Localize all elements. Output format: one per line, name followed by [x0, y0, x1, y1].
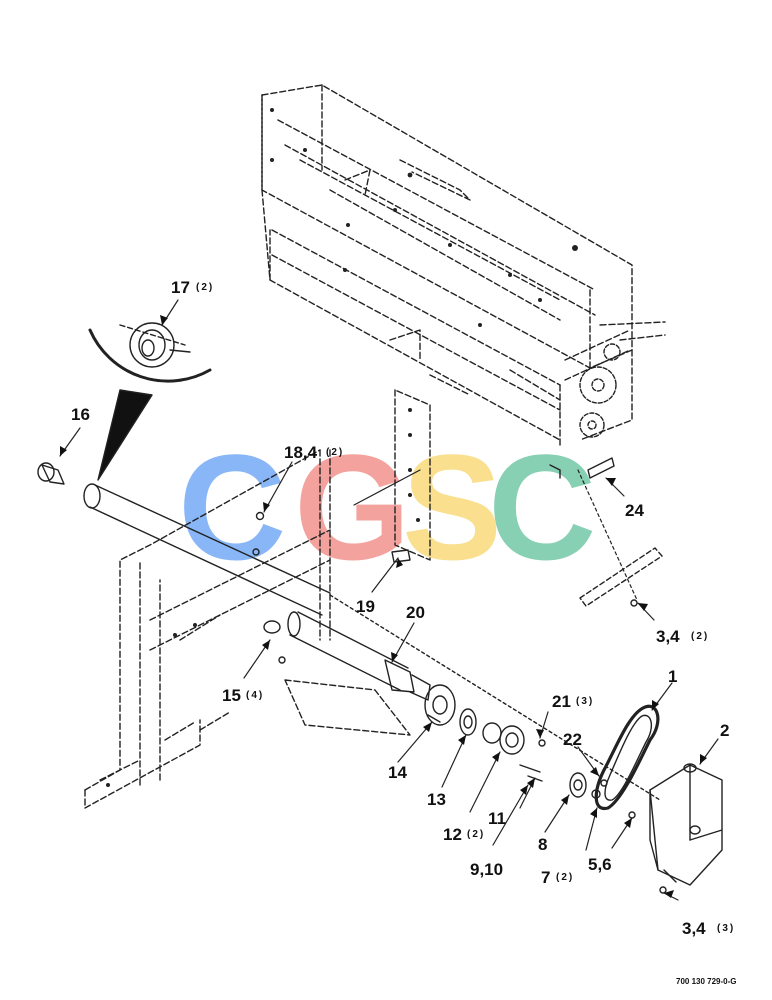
- gear-cluster: [579, 343, 621, 438]
- callout-20: 20: [406, 603, 425, 622]
- callout-7: 7: [541, 868, 551, 887]
- end-cap-16: [37, 462, 65, 485]
- bearing-flange-14: [424, 684, 456, 726]
- callout-14: 14: [388, 763, 407, 782]
- callout-18-4-qty: (2): [326, 447, 345, 458]
- callout-5-6: 5,6: [588, 855, 612, 874]
- callout-22: 22: [563, 730, 582, 749]
- hardware-items: [252, 511, 667, 894]
- callout-1: 1: [668, 667, 678, 686]
- callout-3-4-upper-qty: (2): [691, 631, 710, 642]
- callout-16: 16: [71, 405, 90, 424]
- drive-roller-20: [287, 611, 431, 701]
- housing-bolts: [270, 108, 578, 327]
- callout-17: 17: [171, 278, 190, 297]
- callout-24: 24: [625, 501, 644, 520]
- callout-21: 21: [552, 692, 571, 711]
- bearing-13: [459, 708, 477, 736]
- callout-3-4-upper: 3,4: [656, 627, 680, 646]
- upper-housing-assembly: [261, 84, 666, 446]
- callout-2: 2: [720, 721, 730, 740]
- document-number: 700 130 729-0-G: [676, 977, 737, 986]
- callout-3-4-lower-qty: (3): [717, 923, 736, 934]
- belt-guard-2: [649, 763, 723, 886]
- callout-11: 11: [488, 809, 506, 828]
- callout-9-10: 9,10: [470, 860, 504, 879]
- collar-12: [482, 722, 525, 755]
- watermark-letter-g: G: [294, 423, 411, 591]
- callout-3-4-lower: 3,4: [682, 919, 706, 938]
- plate-3-4: [579, 547, 663, 607]
- frame-bolts: [106, 408, 420, 787]
- callout-13: 13: [427, 790, 446, 809]
- callout-17-qty: (2): [196, 282, 215, 293]
- magnifier-detail-17: [88, 322, 212, 481]
- watermark-letter-s: S: [402, 423, 503, 591]
- lower-frame: [84, 389, 431, 809]
- roller-upper: [83, 483, 331, 616]
- callout-21-qty: (3): [576, 696, 595, 707]
- shaft-centerline: [329, 594, 661, 801]
- drive-belt-1: [594, 704, 660, 810]
- bracket-19: [391, 549, 411, 563]
- callout-8: 8: [538, 835, 548, 854]
- callout-12: 12: [443, 825, 462, 844]
- callout-15-qty: (4): [246, 690, 265, 701]
- key-11: [519, 764, 543, 782]
- callout-19: 19: [356, 597, 375, 616]
- bracket-24: [549, 457, 615, 479]
- watermark-letter-c2: C: [488, 423, 597, 591]
- callout-15: 15: [222, 686, 241, 705]
- leader-arrowheads: [60, 315, 707, 898]
- callout-12-qty: (2): [467, 829, 486, 840]
- callout-7-qty: (2): [556, 872, 575, 883]
- callout-18-4: 18,4: [284, 443, 318, 462]
- leader-lines: [59, 299, 719, 901]
